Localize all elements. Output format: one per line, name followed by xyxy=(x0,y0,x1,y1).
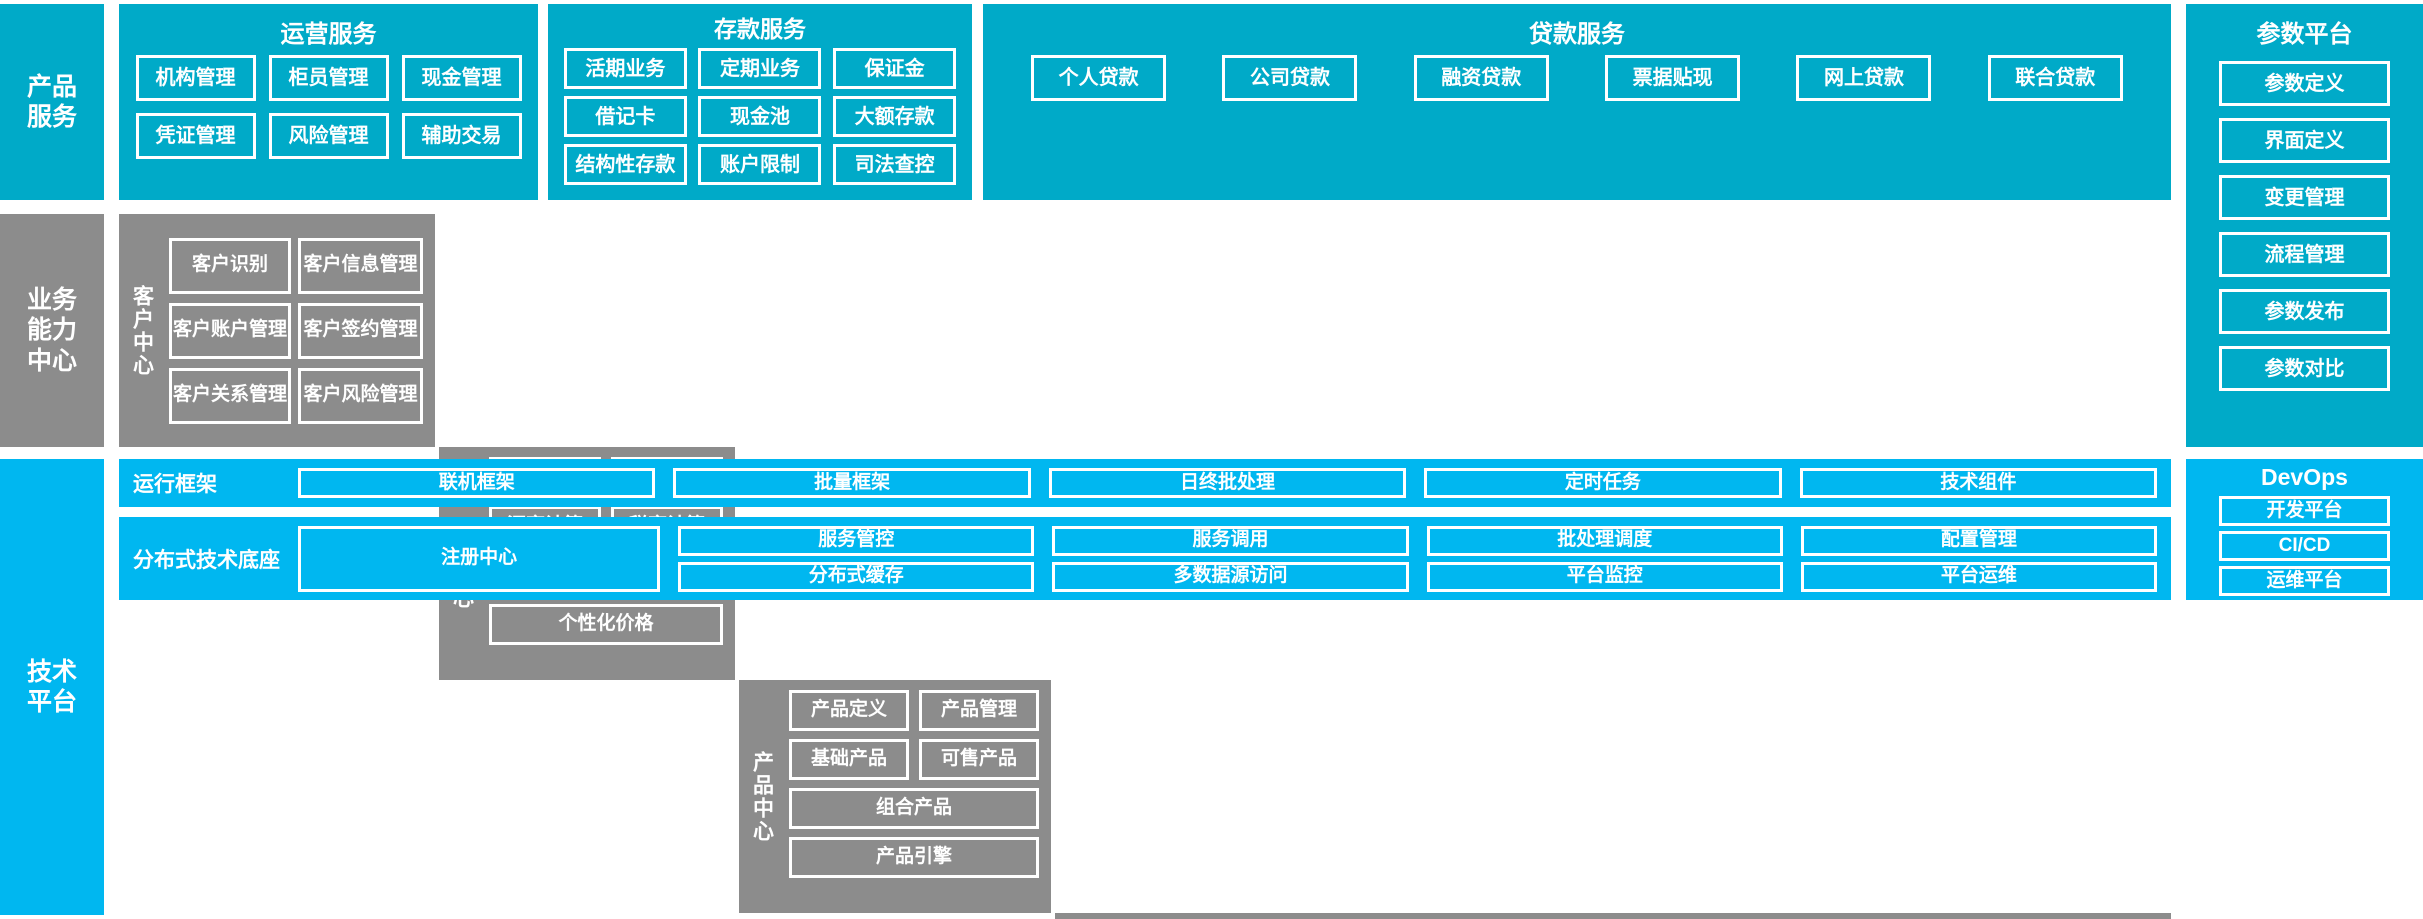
tile-param-4[interactable]: 参数发布 xyxy=(2219,289,2390,334)
tile-product-1[interactable]: 产品管理 xyxy=(919,690,1039,731)
distributed-base-name: 分布式技术底座 xyxy=(133,548,280,572)
tile-devops-2[interactable]: 运维平台 xyxy=(2219,566,2390,596)
layer-label-tech-platform-text: 技术 平台 xyxy=(26,657,77,717)
runtime-framework-tiles: 联机框架 批量框架 日终批处理 定时任务 技术组件 xyxy=(298,468,2158,498)
tile-operation-2[interactable]: 现金管理 xyxy=(401,55,522,101)
group-distributed-base: 分布式技术底座 注册中心 服务管控 分布式缓存 服务调用 多数据源访问 批处理调… xyxy=(119,517,2171,600)
tile-customer-4[interactable]: 客户关系管理 xyxy=(169,367,291,424)
tile-pricing-wide-1[interactable]: 个性化价格 xyxy=(489,604,723,645)
tile-loan-4[interactable]: 网上贷款 xyxy=(1796,55,1932,101)
layer-label-product-service-text: 产品 服务 xyxy=(26,72,77,132)
layer-label-business-capability-text: 业务 能力 中心 xyxy=(26,285,77,375)
group-deposit-service: 存款服务 活期业务 定期业务 保证金 借记卡 现金池 大额存款 结构性存款 账户… xyxy=(548,4,972,200)
tile-base-3-1[interactable]: 平台运维 xyxy=(1800,561,2158,592)
group-param-platform-title: 参数平台 xyxy=(2256,21,2353,48)
group-deposit-service-title: 存款服务 xyxy=(714,16,806,42)
tile-customer-1[interactable]: 客户信息管理 xyxy=(298,237,423,294)
group-product-center: 产品中心 产品定义 产品管理 基础产品 可售产品 组合产品 产品引擎 xyxy=(739,680,1051,913)
tile-registry-center[interactable]: 注册中心 xyxy=(298,525,661,592)
tile-runtime-0[interactable]: 联机框架 xyxy=(298,468,656,498)
tile-loan-2[interactable]: 融资贷款 xyxy=(1413,55,1549,101)
tile-base-3-0[interactable]: 配置管理 xyxy=(1800,525,2158,556)
group-accounting-center-label: 核算中心 xyxy=(1055,913,1099,919)
tile-product-wide-0[interactable]: 组合产品 xyxy=(789,788,1039,829)
group-customer-center: 客户中心 客户识别 客户信息管理 客户账户管理 客户签约管理 客户关系管理 客户… xyxy=(119,214,435,447)
tile-deposit-3[interactable]: 借记卡 xyxy=(563,96,687,137)
tile-deposit-2[interactable]: 保证金 xyxy=(833,48,957,89)
tile-runtime-2[interactable]: 日终批处理 xyxy=(1048,468,1407,498)
tile-devops-0[interactable]: 开发平台 xyxy=(2219,496,2390,526)
group-operation-service: 运营服务 机构管理 柜员管理 现金管理 凭证管理 风险管理 辅助交易 xyxy=(119,4,538,200)
tile-runtime-4[interactable]: 技术组件 xyxy=(1799,468,2158,498)
tile-operation-4[interactable]: 风险管理 xyxy=(268,113,389,159)
tile-operation-3[interactable]: 凭证管理 xyxy=(135,113,256,159)
tile-param-3[interactable]: 流程管理 xyxy=(2219,232,2390,277)
distributed-base-col-2: 批处理调度 平台监控 xyxy=(1426,525,1783,592)
customer-center-tiles: 客户识别 客户信息管理 客户账户管理 客户签约管理 客户关系管理 客户风险管理 xyxy=(165,214,435,447)
group-devops: DevOps 开发平台 CI/CD 运维平台 xyxy=(2186,459,2423,600)
tile-deposit-4[interactable]: 现金池 xyxy=(698,96,822,137)
layer-label-tech-platform: 技术 平台 xyxy=(0,459,104,915)
tile-loan-3[interactable]: 票据贴现 xyxy=(1605,55,1741,101)
tile-customer-5[interactable]: 客户风险管理 xyxy=(298,367,423,424)
distributed-base-tiles: 注册中心 服务管控 分布式缓存 服务调用 多数据源访问 批处理调度 平台监控 配… xyxy=(298,525,2158,592)
tile-product-wide-1[interactable]: 产品引擎 xyxy=(789,837,1039,878)
tile-deposit-6[interactable]: 结构性存款 xyxy=(563,144,687,185)
tile-runtime-1[interactable]: 批量框架 xyxy=(673,468,1031,498)
product-center-tiles: 产品定义 产品管理 基础产品 可售产品 组合产品 产品引擎 xyxy=(785,680,1051,913)
tile-operation-5[interactable]: 辅助交易 xyxy=(401,113,522,159)
tile-customer-0[interactable]: 客户识别 xyxy=(169,237,291,294)
group-devops-title: DevOps xyxy=(2261,464,2348,490)
operation-service-tiles: 机构管理 柜员管理 现金管理 凭证管理 风险管理 辅助交易 xyxy=(119,49,538,191)
tile-base-0-1[interactable]: 分布式缓存 xyxy=(678,561,1035,592)
tile-deposit-1[interactable]: 定期业务 xyxy=(698,48,822,89)
tile-loan-0[interactable]: 个人贷款 xyxy=(1031,55,1167,101)
tile-base-1-1[interactable]: 多数据源访问 xyxy=(1052,561,1409,592)
tile-product-3[interactable]: 可售产品 xyxy=(919,739,1039,780)
tile-param-5[interactable]: 参数对比 xyxy=(2219,346,2390,391)
runtime-framework-name: 运行框架 xyxy=(133,473,217,496)
accounting-center-body: 会计引擎 业务总账 核算处理 清算处理 价税分离 对账处理 损益结转 外币重估 … xyxy=(1099,913,2171,919)
tile-runtime-3[interactable]: 定时任务 xyxy=(1424,468,1782,498)
deposit-service-tiles: 活期业务 定期业务 保证金 借记卡 现金池 大额存款 结构性存款 账户限制 司法… xyxy=(548,44,972,194)
tile-operation-0[interactable]: 机构管理 xyxy=(135,55,256,101)
tile-deposit-0[interactable]: 活期业务 xyxy=(563,48,687,89)
group-operation-service-title: 运营服务 xyxy=(280,21,377,48)
tile-param-2[interactable]: 变更管理 xyxy=(2219,175,2390,220)
group-param-platform: 参数平台 参数定义 界面定义 变更管理 流程管理 参数发布 参数对比 xyxy=(2186,4,2423,447)
tile-devops-1[interactable]: CI/CD xyxy=(2219,531,2390,561)
tile-loan-1[interactable]: 公司贷款 xyxy=(1222,55,1358,101)
tile-customer-2[interactable]: 客户账户管理 xyxy=(169,302,291,359)
tile-param-0[interactable]: 参数定义 xyxy=(2219,61,2390,106)
tile-deposit-8[interactable]: 司法查控 xyxy=(833,144,957,185)
tile-loan-5[interactable]: 联合贷款 xyxy=(1987,55,2123,101)
tile-base-1-0[interactable]: 服务调用 xyxy=(1052,525,1409,556)
tile-deposit-7[interactable]: 账户限制 xyxy=(698,144,822,185)
group-runtime-framework: 运行框架 联机框架 批量框架 日终批处理 定时任务 技术组件 xyxy=(119,459,2171,507)
tile-deposit-5[interactable]: 大额存款 xyxy=(833,96,957,137)
group-accounting-center: 核算中心 会计引擎 业务总账 核算处理 清算处理 价税分离 对账处理 损益结转 … xyxy=(1055,913,2171,919)
tile-customer-3[interactable]: 客户签约管理 xyxy=(298,302,423,359)
tile-product-0[interactable]: 产品定义 xyxy=(789,690,909,731)
distributed-base-col-1: 服务调用 多数据源访问 xyxy=(1052,525,1409,592)
tile-operation-1[interactable]: 柜员管理 xyxy=(268,55,389,101)
layer-label-business-capability: 业务 能力 中心 xyxy=(0,214,104,447)
distributed-base-col-0: 服务管控 分布式缓存 xyxy=(678,525,1035,592)
group-product-center-label: 产品中心 xyxy=(750,750,774,843)
group-loan-service: 贷款服务 个人贷款 公司贷款 融资贷款 票据贴现 网上贷款 联合贷款 xyxy=(983,4,2171,200)
tile-product-2[interactable]: 基础产品 xyxy=(789,739,909,780)
loan-service-tiles: 个人贷款 公司贷款 融资贷款 票据贴现 网上贷款 联合贷款 xyxy=(983,49,2171,191)
group-customer-center-label: 客户中心 xyxy=(130,284,154,377)
group-loan-service-title: 贷款服务 xyxy=(1529,21,1625,48)
tile-base-0-0[interactable]: 服务管控 xyxy=(678,525,1035,556)
tile-param-1[interactable]: 界面定义 xyxy=(2219,118,2390,163)
tile-base-2-1[interactable]: 平台监控 xyxy=(1426,561,1783,592)
distributed-base-col-3: 配置管理 平台运维 xyxy=(1800,525,2158,592)
tile-base-2-0[interactable]: 批处理调度 xyxy=(1426,525,1783,556)
layer-label-product-service: 产品 服务 xyxy=(0,4,104,200)
